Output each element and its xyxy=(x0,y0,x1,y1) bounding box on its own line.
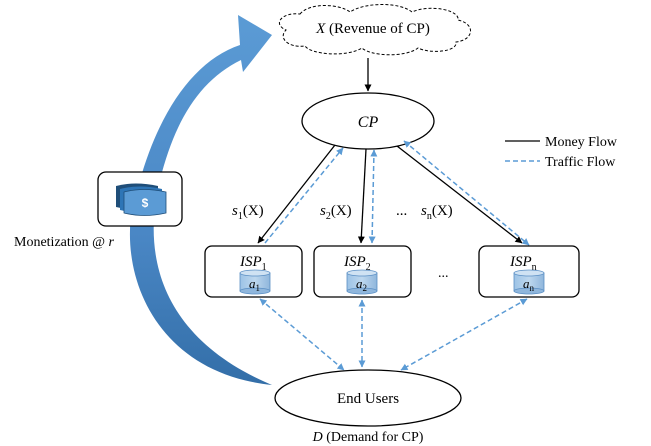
isp-dots: ... xyxy=(438,266,449,281)
traffic-arrow-ispn xyxy=(403,140,530,246)
price-label-s1: s1(X) xyxy=(232,203,264,222)
dollar-sign: $ xyxy=(142,196,149,210)
isp-box-1: ISP1 a1 xyxy=(204,245,303,298)
legend: Money Flow Traffic Flow xyxy=(505,135,618,170)
cache-label-2: a2 xyxy=(356,276,367,293)
cloud-var: X xyxy=(315,21,326,37)
money-icon: $ xyxy=(116,183,167,216)
cache-cylinder-2: a2 xyxy=(346,269,378,295)
money-arrow-isp1 xyxy=(257,144,336,244)
price-dots: ... xyxy=(396,203,407,219)
isp-label-2: ISP2 xyxy=(343,254,371,273)
cp-label: CP xyxy=(358,114,379,131)
money-arrow-ispn xyxy=(396,145,523,244)
revenue-cloud: X (Revenue of CP) xyxy=(279,4,471,56)
traffic-arrow-users-isp1 xyxy=(259,298,345,371)
cp-node: CP xyxy=(301,92,435,150)
isp-label-n: ISPn xyxy=(509,254,537,273)
cache-cylinder-n: an xyxy=(513,269,545,295)
end-users-node: End Users xyxy=(274,369,462,427)
price-labels: s1(X) s2(X) ... sn(X) xyxy=(232,203,453,222)
isp-box-2: ISP2 a2 xyxy=(313,245,412,298)
monetization-box: $ xyxy=(97,171,183,227)
traffic-arrows xyxy=(264,140,530,246)
traffic-arrow-users-ispn xyxy=(400,298,528,371)
isp-label-1: ISP1 xyxy=(239,254,267,273)
legend-money-label: Money Flow xyxy=(545,135,618,150)
money-arrow-isp2 xyxy=(357,148,367,244)
monetization-arrow xyxy=(129,15,272,412)
cache-label-n: an xyxy=(523,276,535,293)
money-arrows xyxy=(257,144,523,244)
monetization-label: Monetization @ r xyxy=(14,235,115,250)
traffic-arrow-isp2 xyxy=(368,149,378,244)
price-label-s2: s2(X) xyxy=(320,203,352,222)
cache-cylinder-1: a1 xyxy=(239,269,271,295)
end-users-label: End Users xyxy=(337,391,399,407)
user-traffic-arrows xyxy=(259,298,528,371)
isp-box-n: ISPn an xyxy=(478,245,580,298)
cloud-text: (Revenue of CP) xyxy=(325,21,430,37)
cache-label-1: a1 xyxy=(249,276,260,293)
legend-traffic-label: Traffic Flow xyxy=(545,155,616,170)
traffic-arrow-isp1 xyxy=(264,147,344,244)
demand-label: D (Demand for CP) xyxy=(312,430,424,445)
price-label-sn: sn(X) xyxy=(421,203,453,222)
cloud-label: X (Revenue of CP) xyxy=(315,21,430,37)
